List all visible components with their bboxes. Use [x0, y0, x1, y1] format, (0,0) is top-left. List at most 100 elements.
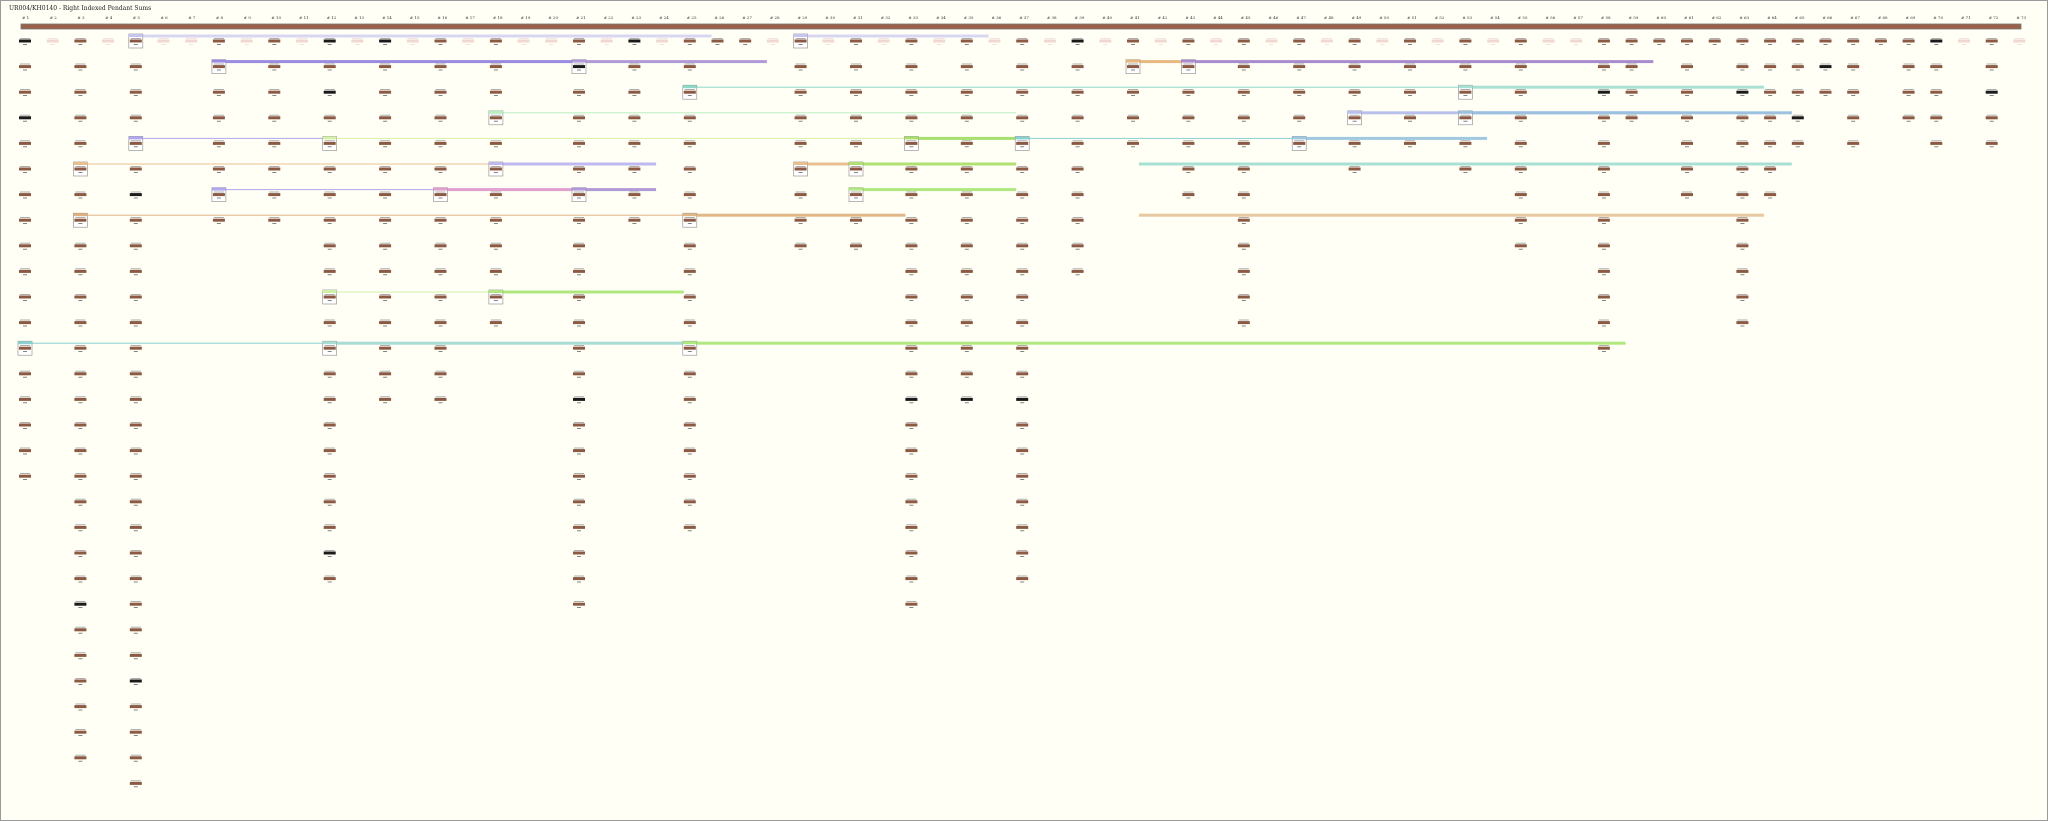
pendant-bar	[1847, 116, 1860, 120]
pendant-bar	[1625, 39, 1638, 43]
pendant-value	[577, 530, 581, 532]
pendant-cell	[1764, 166, 1777, 173]
pendant-box-header	[128, 34, 143, 37]
pendant-label	[324, 498, 335, 500]
pendant-value	[493, 274, 498, 276]
pendant-label	[1515, 166, 1526, 167]
pendant-label	[684, 191, 695, 193]
pendant-label	[1294, 140, 1305, 142]
pendant-value	[1601, 351, 1606, 352]
pendant-cell	[129, 63, 142, 71]
pendant-cell	[1736, 217, 1749, 224]
pendant-value	[577, 120, 581, 122]
pendant-value	[78, 44, 83, 45]
pendant-bar	[1016, 525, 1029, 529]
pendant-bar	[1791, 116, 1804, 120]
pendant-label	[1682, 191, 1692, 193]
pendant-label	[324, 294, 335, 295]
pendant-cell	[1127, 114, 1139, 122]
pendant-value	[964, 146, 969, 148]
pendant-value	[1685, 95, 1689, 96]
pendant-value	[909, 530, 914, 532]
pendant-bar	[323, 295, 336, 299]
pendant-bar	[1874, 39, 1887, 43]
pendant-value	[577, 453, 581, 455]
ghost-pendant	[988, 38, 1001, 45]
pendant-label	[906, 242, 917, 244]
pendant-cell	[573, 319, 585, 327]
pendant-value	[438, 44, 443, 45]
pendant-bar	[628, 141, 641, 145]
pendant-bar	[1071, 269, 1084, 273]
pendant-label	[20, 166, 30, 167]
pendant-value	[1408, 95, 1412, 96]
pendant-cell	[1016, 524, 1029, 532]
pendant-bar	[434, 295, 447, 299]
pendant-cell	[19, 473, 31, 480]
pendant-cell	[1237, 242, 1250, 250]
pendant-value	[964, 223, 969, 224]
pendant-bar	[74, 628, 87, 632]
pendant-label	[906, 370, 917, 372]
pendant-value	[1934, 44, 1939, 45]
pendant-value	[327, 248, 332, 250]
pendant-label	[75, 703, 86, 705]
pendant-cell	[73, 161, 88, 177]
pendant-value	[1685, 44, 1689, 45]
pendant-label	[1682, 140, 1692, 142]
pendant-value	[23, 325, 27, 327]
pendant-value	[438, 248, 443, 250]
pendant-value	[1629, 44, 1634, 45]
pendant-value	[327, 376, 332, 378]
pendant-cell	[1625, 89, 1638, 96]
pendant-cell	[573, 242, 585, 250]
pendant-value	[1020, 172, 1025, 173]
pendant-value	[1186, 95, 1191, 96]
pendant-value	[327, 504, 332, 506]
pendant-label	[851, 38, 861, 39]
pendant-value	[1989, 69, 1994, 71]
pendant-label	[1349, 166, 1360, 167]
pendant-value	[1241, 223, 1246, 224]
pendant-cell	[1902, 38, 1915, 45]
pendant-label	[75, 268, 86, 270]
pendant-cell	[1016, 114, 1029, 122]
pendant-cell	[628, 89, 641, 96]
pendant-bar	[323, 90, 336, 94]
ghost-pendant	[157, 38, 170, 45]
pendant-value	[300, 44, 304, 45]
pendant-label	[435, 191, 446, 193]
pendant-bar	[1237, 116, 1250, 120]
pendant-label	[1682, 89, 1692, 90]
pendant-label	[75, 114, 86, 116]
pendant-cell	[905, 601, 918, 608]
pendant-value	[493, 248, 498, 250]
pendant-cell	[74, 38, 87, 45]
pendant-value	[1823, 44, 1828, 45]
pendant-value	[798, 248, 803, 250]
pendant-value	[632, 69, 637, 71]
pendant-cell	[1736, 294, 1749, 301]
pendant-bar	[1681, 90, 1693, 94]
pendant-bar	[1265, 39, 1278, 43]
pendant-value	[1380, 44, 1385, 45]
pendant-bar	[1404, 90, 1416, 94]
pendant-label	[75, 242, 86, 244]
pendant-value	[1463, 44, 1468, 45]
pendant-bar	[960, 193, 973, 197]
pendant-bar	[905, 141, 918, 145]
pendant-bar	[683, 39, 696, 43]
pendant-value	[1463, 120, 1468, 122]
pendant-value	[272, 95, 277, 96]
pendant-cell	[379, 114, 392, 122]
pendant-value	[1518, 44, 1523, 45]
pendant-box-header	[1126, 59, 1140, 63]
pendant-bar	[19, 321, 31, 325]
pendant-cell	[1597, 89, 1610, 96]
pendant-cell	[905, 38, 918, 45]
pendant-label	[823, 38, 834, 39]
pendant-value	[1075, 197, 1080, 199]
pendant-value	[1020, 44, 1025, 45]
pendant-cell	[1182, 89, 1195, 96]
pendant-box-header	[128, 136, 143, 140]
